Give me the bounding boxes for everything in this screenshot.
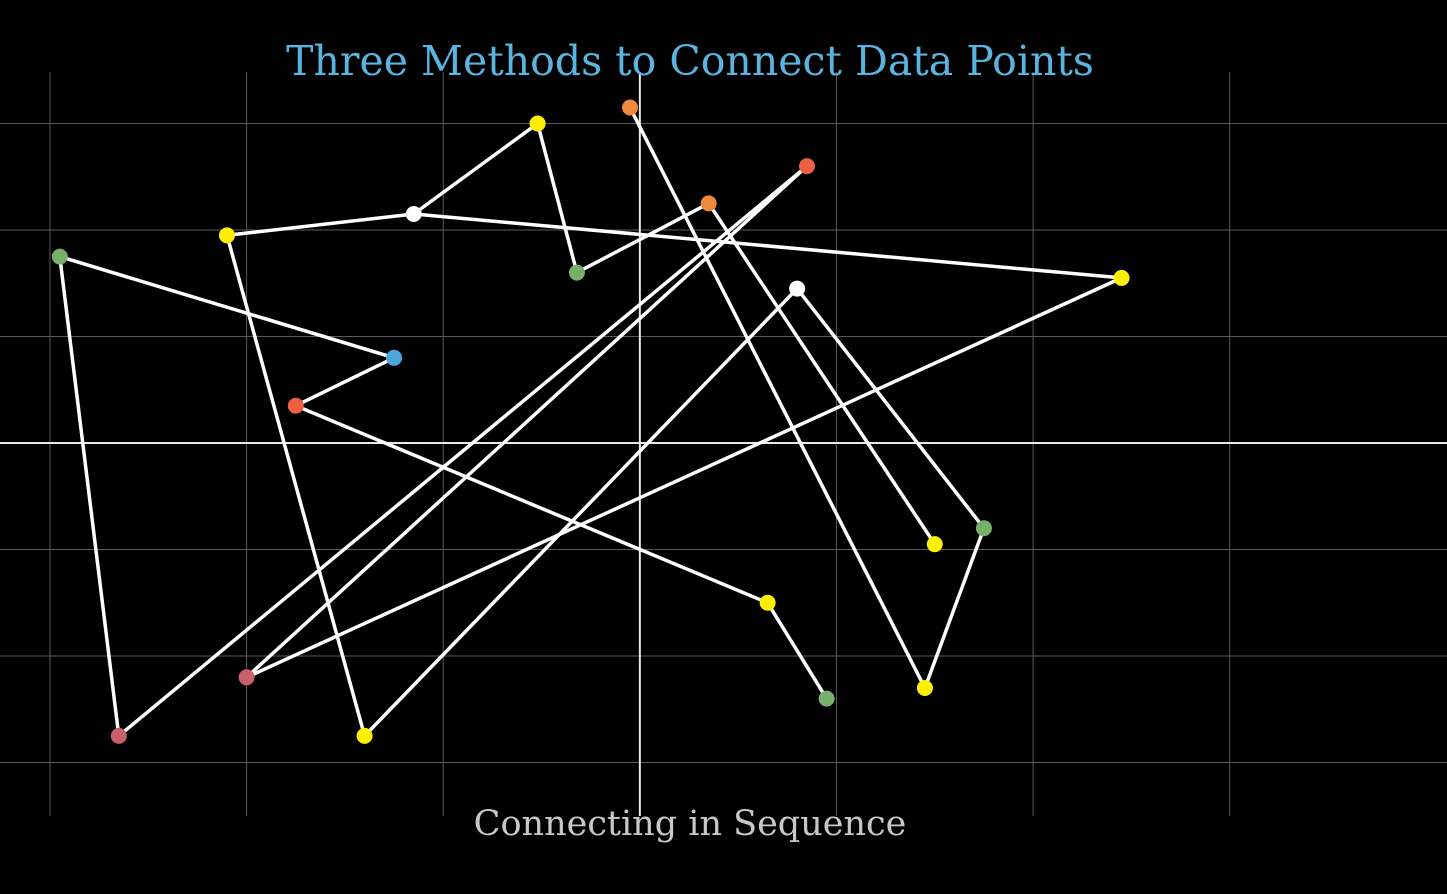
data-point bbox=[568, 264, 585, 281]
data-point bbox=[1113, 269, 1130, 286]
x-axis-label: Connecting in Sequence bbox=[474, 804, 907, 844]
data-point bbox=[622, 99, 639, 116]
data-point bbox=[926, 536, 943, 553]
data-point bbox=[110, 727, 127, 744]
chart-title: Three Methods to Connect Data Points bbox=[286, 37, 1094, 85]
connecting-lines bbox=[58, 105, 1124, 738]
data-point bbox=[386, 349, 403, 366]
sequence-line bbox=[58, 105, 1124, 738]
data-point bbox=[916, 679, 933, 696]
data-point bbox=[287, 397, 304, 414]
data-point bbox=[405, 206, 422, 223]
data-point bbox=[798, 158, 815, 175]
data-point bbox=[700, 195, 717, 212]
data-point bbox=[356, 727, 373, 744]
data-point bbox=[51, 248, 68, 265]
data-point bbox=[529, 115, 546, 132]
data-point bbox=[218, 227, 235, 244]
axes bbox=[0, 72, 1447, 816]
data-point bbox=[759, 594, 776, 611]
data-points bbox=[51, 99, 1130, 744]
data-point bbox=[238, 669, 255, 686]
data-point bbox=[818, 690, 835, 707]
data-point bbox=[789, 280, 806, 297]
data-point bbox=[975, 520, 992, 537]
